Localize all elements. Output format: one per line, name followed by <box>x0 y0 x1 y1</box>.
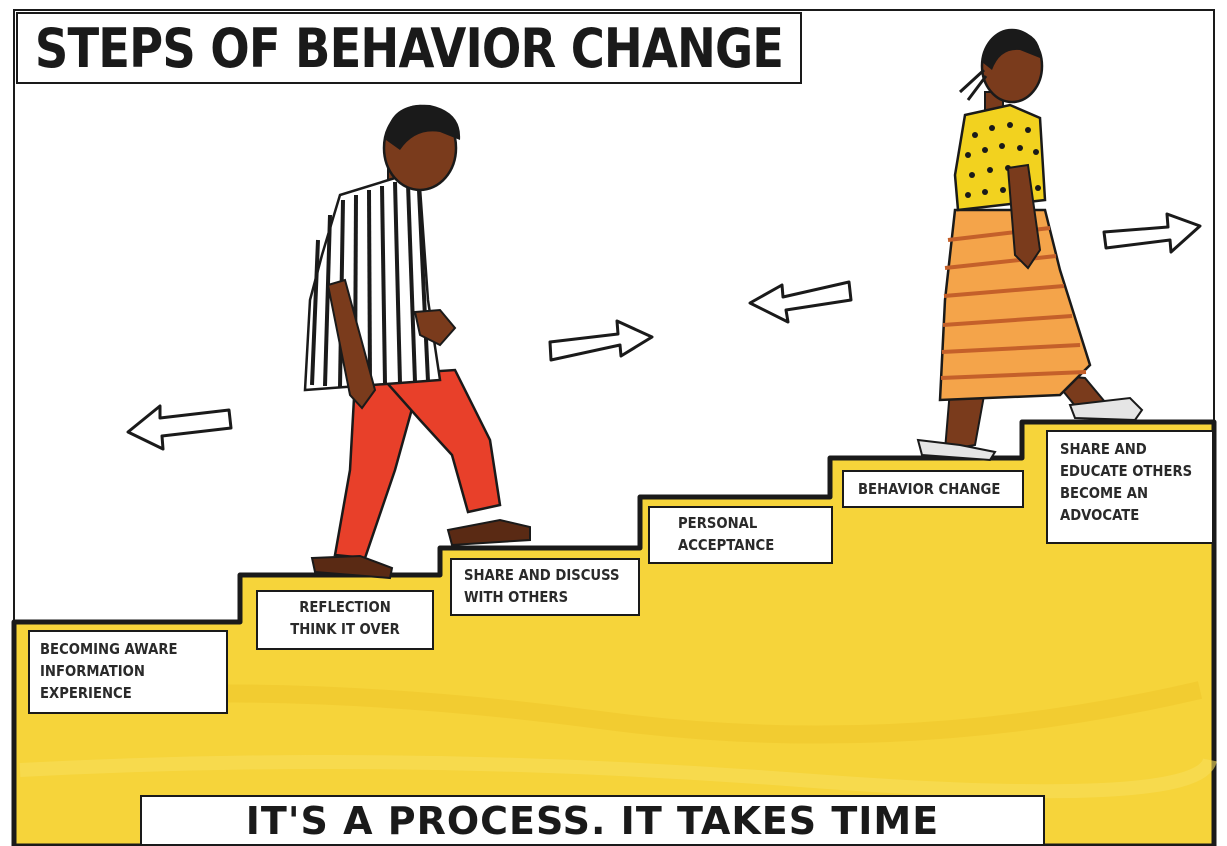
step-4-line-2: ACCEPTANCE <box>678 536 775 554</box>
step-4-line-1: PERSONAL <box>678 514 758 532</box>
step-6-line-3: BECOME AN <box>1060 484 1148 502</box>
step-6-line-4: ADVOCATE <box>1060 506 1140 524</box>
step-2-line-1: REFLECTION <box>299 598 391 616</box>
man-figure <box>303 104 531 580</box>
step-3-line-1: SHARE AND DISCUSS <box>464 566 620 584</box>
arrow-left-icon <box>748 280 853 324</box>
page-title: STEPS OF BEHAVIOR CHANGE <box>34 16 784 80</box>
step-6-line-1: SHARE AND <box>1060 440 1147 458</box>
step-1-line-3: EXPERIENCE <box>40 684 132 702</box>
step-3-label: SHARE AND DISCUSS WITH OTHERS <box>450 558 640 616</box>
footer-banner: IT'S A PROCESS. IT TAKES TIME <box>140 795 1045 846</box>
step-3-line-2: WITH OTHERS <box>464 588 569 606</box>
step-5-line-1: BEHAVIOR CHANGE <box>858 480 1001 498</box>
step-1-line-2: INFORMATION <box>40 662 145 680</box>
step-1-label: BECOMING AWARE INFORMATION EXPERIENCE <box>28 630 228 714</box>
step-2-label: REFLECTION THINK IT OVER <box>256 590 434 650</box>
step-4-label: PERSONAL ACCEPTANCE <box>648 506 833 564</box>
step-5-label: BEHAVIOR CHANGE <box>842 470 1024 508</box>
step-2-line-2: THINK IT OVER <box>290 620 400 638</box>
step-6-label: SHARE AND EDUCATE OTHERS BECOME AN ADVOC… <box>1046 430 1214 544</box>
footer-caption: IT'S A PROCESS. IT TAKES TIME <box>245 798 940 843</box>
woman-figure <box>916 28 1144 462</box>
arrow-right-icon <box>548 319 654 362</box>
arrow-right-icon <box>1102 212 1202 254</box>
step-1-line-1: BECOMING AWARE <box>40 640 178 658</box>
title-banner: STEPS OF BEHAVIOR CHANGE <box>16 12 802 84</box>
arrow-left-icon <box>126 404 233 451</box>
step-6-line-2: EDUCATE OTHERS <box>1060 462 1193 480</box>
